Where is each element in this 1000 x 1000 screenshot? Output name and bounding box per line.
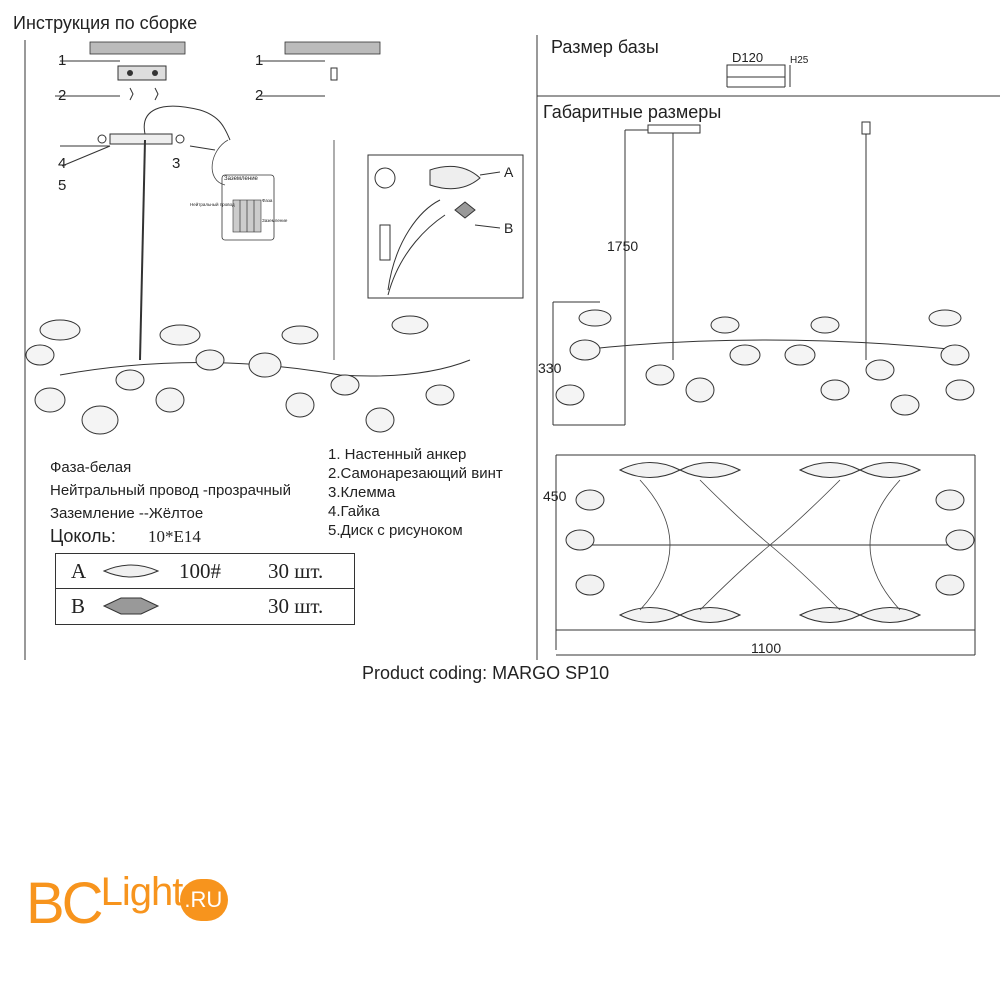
legend-item-5: 5.Диск с рисунoком (328, 522, 463, 539)
socket-label: Цоколь: (50, 526, 116, 546)
top-view-drawing (555, 454, 976, 656)
mounting-rod (97, 105, 231, 361)
logo-ru-badge: .RU (180, 879, 229, 921)
socket-value: 10*E14 (148, 527, 201, 546)
part-a-glass-icon (102, 564, 160, 578)
callout-1: 1 (58, 52, 67, 69)
terminal-phase-label: Фаза (262, 198, 273, 203)
base-size-title: Размер базы (551, 37, 659, 57)
chandelier-front-view (25, 315, 471, 435)
wiring-ground: Заземление --Жёлтое (50, 505, 204, 522)
product-coding: Product coding: MARGO SP10 (362, 663, 610, 683)
dimension-depth: 450 (543, 488, 567, 504)
part-a-code: 100# (179, 559, 221, 583)
logo-light: Light (100, 870, 184, 914)
side-view-drawing (552, 121, 975, 426)
detail-label-a: A (504, 164, 514, 180)
legend-item-3: 3.Клемма (328, 484, 396, 501)
part-a-letter: A (71, 559, 87, 583)
callout-2-right: 2 (255, 87, 264, 104)
canopy-bracket (117, 65, 167, 101)
detail-label-b: B (504, 220, 514, 236)
legend-item-1: 1. Настенный анкер (328, 446, 467, 463)
dimension-drop: 1750 (607, 238, 639, 254)
terminal-earth-label: Заземление (262, 218, 288, 223)
legend-item-2: 2.Самонарезающий винт (328, 465, 503, 482)
callout-1-right: 1 (255, 52, 264, 69)
callout-3: 3 (172, 155, 181, 172)
wiring-neutral: Нейтральный провод -прозрачный (50, 482, 291, 499)
callout-4: 4 (58, 155, 67, 172)
base-size-drawing (726, 64, 791, 88)
terminal-ground-label: Заземление (224, 176, 258, 182)
assembly-title: Инструкция по сборке (13, 13, 198, 33)
base-diameter: D120 (732, 50, 764, 65)
base-height: H25 (790, 55, 809, 66)
dimension-width: 1100 (751, 640, 782, 656)
parts-table: A 100# 30 шт. B 30 шт. (55, 553, 355, 625)
bulb-detail-box (367, 154, 524, 299)
callout-2: 2 (58, 87, 67, 104)
dimensions-title: Габаритные размеры (543, 102, 722, 122)
legend-item-4: 4.Гайка (328, 503, 380, 520)
callout-5: 5 (58, 177, 67, 194)
ceiling-hatch-left (55, 41, 186, 167)
part-b-qty: 30 шт. (268, 594, 324, 618)
logo-bc: BC (26, 871, 104, 936)
wiring-phase: Фаза-белая (50, 459, 132, 476)
terminal-block-diagram (211, 139, 275, 241)
bclight-logo: BCLight.RU (26, 870, 229, 950)
part-b-letter: B (71, 594, 86, 618)
ceiling-hatch-right (260, 41, 381, 360)
dimension-height: 330 (538, 360, 562, 376)
part-b-crystal-icon (102, 597, 160, 615)
terminal-neutral-label: Нейтральный провод (190, 202, 235, 207)
part-a-qty: 30 шт. (268, 559, 324, 583)
